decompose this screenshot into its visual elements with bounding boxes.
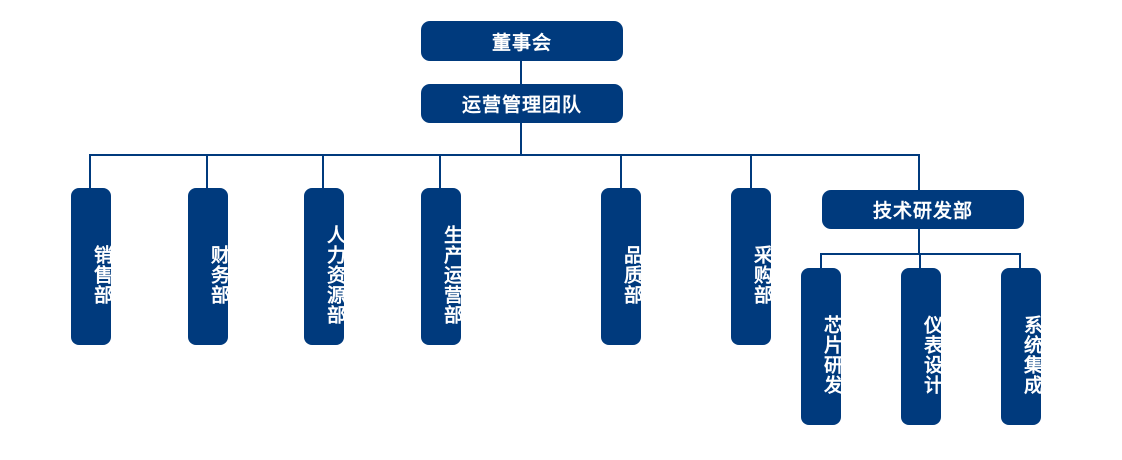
connector-rnd bbox=[918, 154, 920, 190]
quality-dept-node: 品质部 bbox=[601, 188, 643, 345]
hr-dept-node: 人力资源部 bbox=[304, 188, 346, 345]
rnd-dept-node: 技术研发部 bbox=[822, 190, 1024, 229]
sales-dept-node: 销售部 bbox=[71, 188, 113, 345]
instrument-design-node: 仪表设计 bbox=[901, 268, 943, 425]
finance-dept-node: 财务部 bbox=[188, 188, 230, 345]
connector-finance bbox=[206, 154, 208, 188]
procurement-dept-node: 采购部 bbox=[731, 188, 773, 345]
management-node: 运营管理团队 bbox=[421, 84, 623, 123]
connector-management-down bbox=[520, 122, 522, 155]
connector-system bbox=[1019, 253, 1021, 268]
chip-rnd-node: 芯片研发 bbox=[801, 268, 843, 425]
system-integration-node: 系统集成 bbox=[1001, 268, 1043, 425]
connector-hr bbox=[322, 154, 324, 188]
connector-production bbox=[439, 154, 441, 188]
connector-instrument bbox=[919, 253, 921, 268]
connector-procurement bbox=[750, 154, 752, 188]
production-dept-node: 生产运营部 bbox=[421, 188, 463, 345]
connector-rnd-down bbox=[918, 228, 920, 254]
connector-board-management bbox=[520, 60, 522, 84]
connector-quality bbox=[620, 154, 622, 188]
connector-chip bbox=[820, 253, 822, 268]
connector-departments-bus bbox=[89, 154, 920, 156]
board-node: 董事会 bbox=[421, 21, 623, 61]
connector-sales bbox=[89, 154, 91, 188]
